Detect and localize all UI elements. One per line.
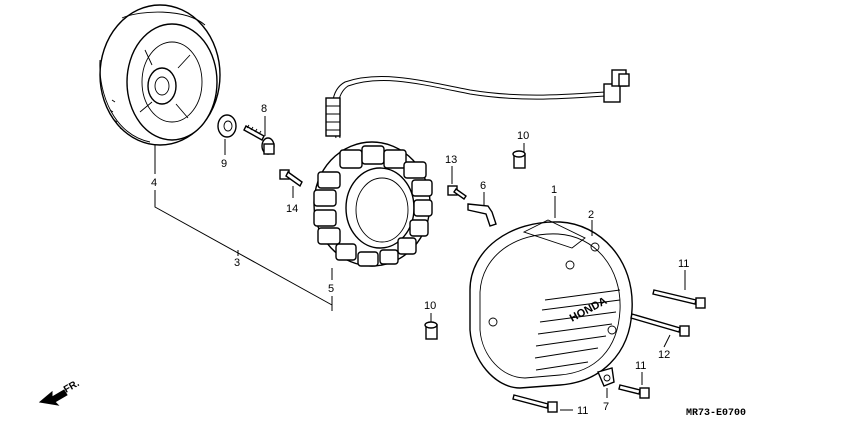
callout-10-upper: 10: [517, 130, 529, 142]
callout-6: 6: [480, 180, 486, 192]
callout-8: 8: [261, 103, 267, 115]
flywheel-bolt: [243, 124, 275, 155]
cover-bolt-lower-left: [512, 394, 558, 413]
arrow-front-icon: [38, 389, 68, 406]
dowel-pin-upper: [512, 150, 526, 169]
dowel-pin-lower: [424, 321, 438, 340]
callout-11-lower: 11: [577, 405, 588, 417]
cover-bolt-upper: [652, 289, 706, 309]
flywheel: [99, 4, 221, 146]
stator-coil-poles: [313, 145, 433, 267]
generator-cover: HONDA: [469, 219, 633, 389]
leader-lines: [154, 116, 686, 411]
callout-1: 1: [551, 184, 557, 196]
callout-9: 9: [221, 158, 227, 170]
cover-bolt-long: [630, 313, 690, 337]
callout-2: 2: [588, 209, 594, 221]
cover-bolt-lower-right: [618, 384, 650, 399]
harness-clamp-bolt: [447, 185, 467, 200]
callout-14: 14: [286, 203, 298, 215]
callout-10-lower: 10: [424, 300, 436, 312]
callout-11-upper: 11: [678, 258, 689, 270]
cover-ribs: [534, 289, 621, 371]
direction-label: FR.: [62, 378, 82, 396]
callout-5: 5: [328, 283, 334, 295]
callout-11-right: 11: [635, 360, 646, 372]
callout-7: 7: [603, 401, 609, 413]
callout-12: 12: [658, 349, 670, 361]
callout-4: 4: [151, 177, 157, 189]
washer: [217, 114, 237, 138]
callout-13: 13: [445, 154, 457, 166]
callout-3: 3: [234, 257, 240, 269]
stator-bolt: [279, 169, 303, 188]
diagram-code: MR73-E0700: [686, 408, 746, 419]
stator-assembly: [313, 69, 630, 267]
harness-clamp: [467, 203, 497, 227]
